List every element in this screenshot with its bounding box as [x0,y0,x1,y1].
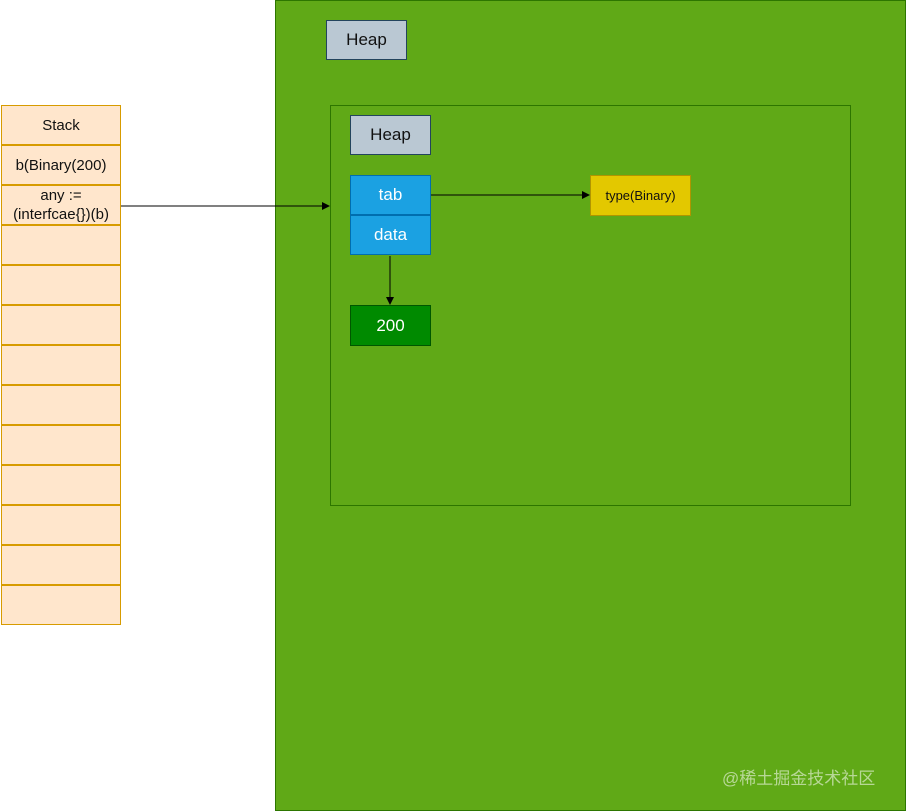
type-binary-box: type(Binary) [590,175,691,216]
stack-slot [1,385,121,425]
stack-header: Stack [1,105,121,145]
stack-slot [1,225,121,265]
heap-outer-label: Heap [326,20,407,60]
stack-slot [1,465,121,505]
stack-slot [1,505,121,545]
iface-tab-cell: tab [350,175,431,215]
value-200-box: 200 [350,305,431,346]
stack-slot [1,585,121,625]
stack-slot [1,545,121,585]
stack-slot [1,265,121,305]
iface-data-cell: data [350,215,431,255]
stack-slot: b(Binary(200) [1,145,121,185]
stack-slot [1,345,121,385]
stack-slot: any := (interfcae{})(b) [1,185,121,225]
stack-slot [1,425,121,465]
heap-inner-label: Heap [350,115,431,155]
stack-slot [1,305,121,345]
heap-inner-region [330,105,851,506]
watermark-text: @稀土掘金技术社区 [722,769,876,788]
